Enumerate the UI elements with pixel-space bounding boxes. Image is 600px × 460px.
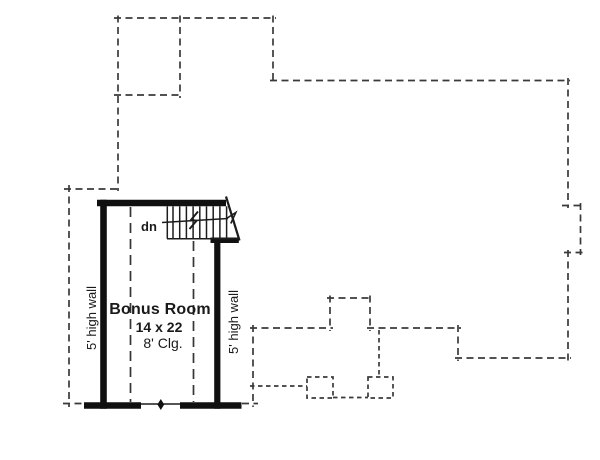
knee-wall-lines xyxy=(129,207,195,402)
stair-break-symbol xyxy=(188,210,199,230)
bottom-wall-opening xyxy=(141,399,180,410)
opening-marker-diamond xyxy=(157,399,165,410)
stair-down-label: dn xyxy=(141,219,157,234)
room-ceiling-height: 8' Clg. xyxy=(143,335,182,351)
arrowhead xyxy=(226,210,238,224)
lower-floor-outline xyxy=(63,15,584,407)
left-wall-height-label: 5' high wall xyxy=(84,286,99,350)
pier-square-left xyxy=(306,376,334,399)
pier-square-right xyxy=(367,376,394,399)
staircase xyxy=(161,196,241,241)
room-size: 14 x 22 xyxy=(136,319,183,335)
down-arrow xyxy=(161,210,238,230)
room-name: Bonus Room xyxy=(109,301,211,318)
bonus-room-walls xyxy=(84,199,242,409)
right-wall-height-label: 5' high wall xyxy=(226,290,241,354)
